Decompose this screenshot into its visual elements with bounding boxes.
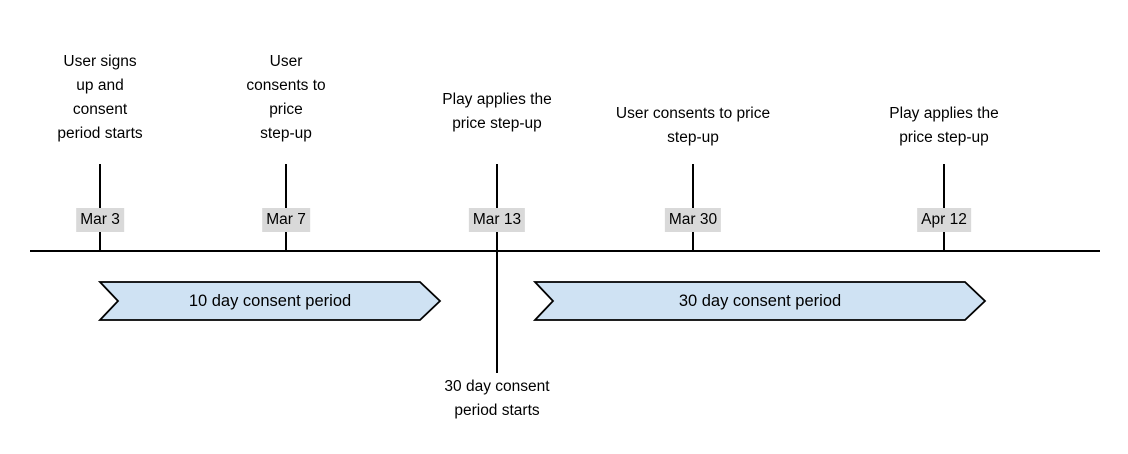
period-label: 10 day consent period (188, 291, 352, 310)
event-label: User consents to price step-up (615, 105, 771, 146)
event-label: Play applies the price step-up (442, 91, 552, 132)
ribbon-arrow-shape (97, 281, 442, 321)
event-tick (496, 164, 498, 373)
consent-period-banner-30day: 30 day consent period (532, 281, 987, 321)
period-label: 30 day consent period (678, 291, 842, 310)
event-tick (943, 164, 945, 250)
event-date-badge: Mar 7 (262, 208, 310, 232)
consent-period-banner-10day: 10 day consent period (97, 281, 442, 321)
event-date-badge: Apr 12 (917, 208, 971, 232)
timeline-axis (30, 250, 1100, 252)
event-date-badge: Mar 30 (664, 208, 722, 232)
event-label: Play applies the price step-up (889, 105, 999, 146)
event-label: User consents to price step-up (246, 53, 326, 142)
event-tick (692, 164, 694, 250)
annotation-30day-period-starts: 30 day consent period starts (444, 378, 550, 419)
ribbon-arrow-shape (532, 281, 987, 321)
event-tick (99, 164, 101, 250)
event-date-badge: Mar 13 (468, 208, 526, 232)
event-date-badge: Mar 3 (76, 208, 124, 232)
event-tick (285, 164, 287, 250)
event-label: User signs up and consent period starts (57, 53, 143, 142)
